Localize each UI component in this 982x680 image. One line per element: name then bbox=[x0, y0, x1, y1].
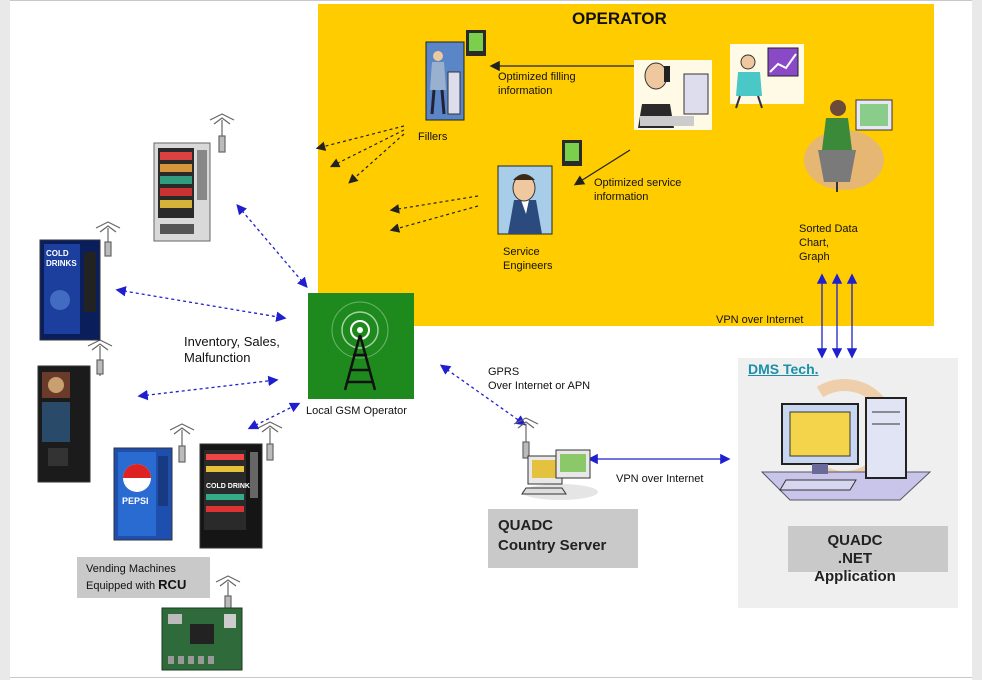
vending-rcu-text: RCU bbox=[158, 577, 187, 592]
arrow-vm4-gsm bbox=[247, 402, 301, 430]
service-engineer-icon bbox=[497, 140, 582, 235]
filling-info-label: Optimized filling information bbox=[498, 71, 576, 97]
chart-analyst-icon bbox=[730, 44, 804, 109]
service-engineers-label: Service Engineers bbox=[503, 246, 553, 272]
vpn-top-label: VPN over Internet bbox=[716, 314, 804, 326]
vending-machine-pepsi: PEPSI bbox=[113, 447, 173, 541]
server-computers-icon bbox=[521, 449, 598, 500]
country-server-box bbox=[488, 509, 638, 568]
arrow-vm2-gsm bbox=[115, 286, 287, 322]
antenna-icon bbox=[257, 421, 283, 461]
vending-machine-snack bbox=[153, 142, 211, 242]
left-border bbox=[0, 0, 10, 680]
svg-text:COLD: COLD bbox=[46, 249, 69, 258]
antenna-icon bbox=[513, 417, 539, 459]
vending-machine-black: COLD DRINKS bbox=[199, 443, 263, 549]
svg-text:PEPSI: PEPSI bbox=[122, 496, 149, 506]
antenna-icon bbox=[95, 221, 121, 257]
vending-label: Vending Machines Equipped with RCU bbox=[86, 562, 186, 594]
vending-machine-coffee bbox=[37, 365, 91, 483]
desktop-computer-icon bbox=[760, 379, 932, 501]
right-border bbox=[972, 0, 982, 680]
inventory-label: Inventory, Sales, Malfunction bbox=[184, 334, 280, 365]
dms-tech-link[interactable]: DMS Tech. bbox=[748, 361, 819, 377]
service-info-label: Optimized service information bbox=[594, 177, 682, 203]
delivery-worker-icon bbox=[425, 30, 486, 121]
arrow-vm3-gsm bbox=[137, 375, 279, 401]
desk-worker-icon bbox=[804, 99, 893, 192]
antenna-icon bbox=[87, 339, 113, 376]
country-server-label: QUADC Country Server bbox=[498, 517, 607, 554]
net-app-label: QUADC .NET Application bbox=[814, 532, 896, 585]
vending-label-text: Vending Machines Equipped with bbox=[86, 563, 176, 592]
antenna-icon bbox=[169, 423, 195, 463]
vending-machine-cold-drinks: COLD DRINKS bbox=[39, 239, 101, 341]
businessman-phone-icon bbox=[634, 60, 712, 130]
svg-text:COLD DRINKS: COLD DRINKS bbox=[206, 483, 255, 490]
operator-title: OPERATOR bbox=[572, 9, 667, 28]
antenna-icon bbox=[209, 113, 235, 153]
arrow-gsm-server bbox=[439, 364, 527, 426]
local-gsm-label: Local GSM Operator bbox=[306, 405, 407, 417]
arrow-vm1-gsm bbox=[236, 204, 308, 288]
antenna-icon bbox=[215, 575, 241, 613]
gsm-tower-icon bbox=[308, 293, 414, 399]
vending-box bbox=[77, 557, 210, 598]
sorted-data-label: Sorted Data Chart, Graph bbox=[799, 223, 858, 263]
net-app-box bbox=[788, 526, 948, 572]
fillers-label: Fillers bbox=[418, 131, 448, 143]
svg-text:DRINKS: DRINKS bbox=[46, 259, 77, 268]
circuit-board-icon bbox=[161, 607, 243, 671]
vpn-mid-label: VPN over Internet bbox=[616, 473, 704, 485]
